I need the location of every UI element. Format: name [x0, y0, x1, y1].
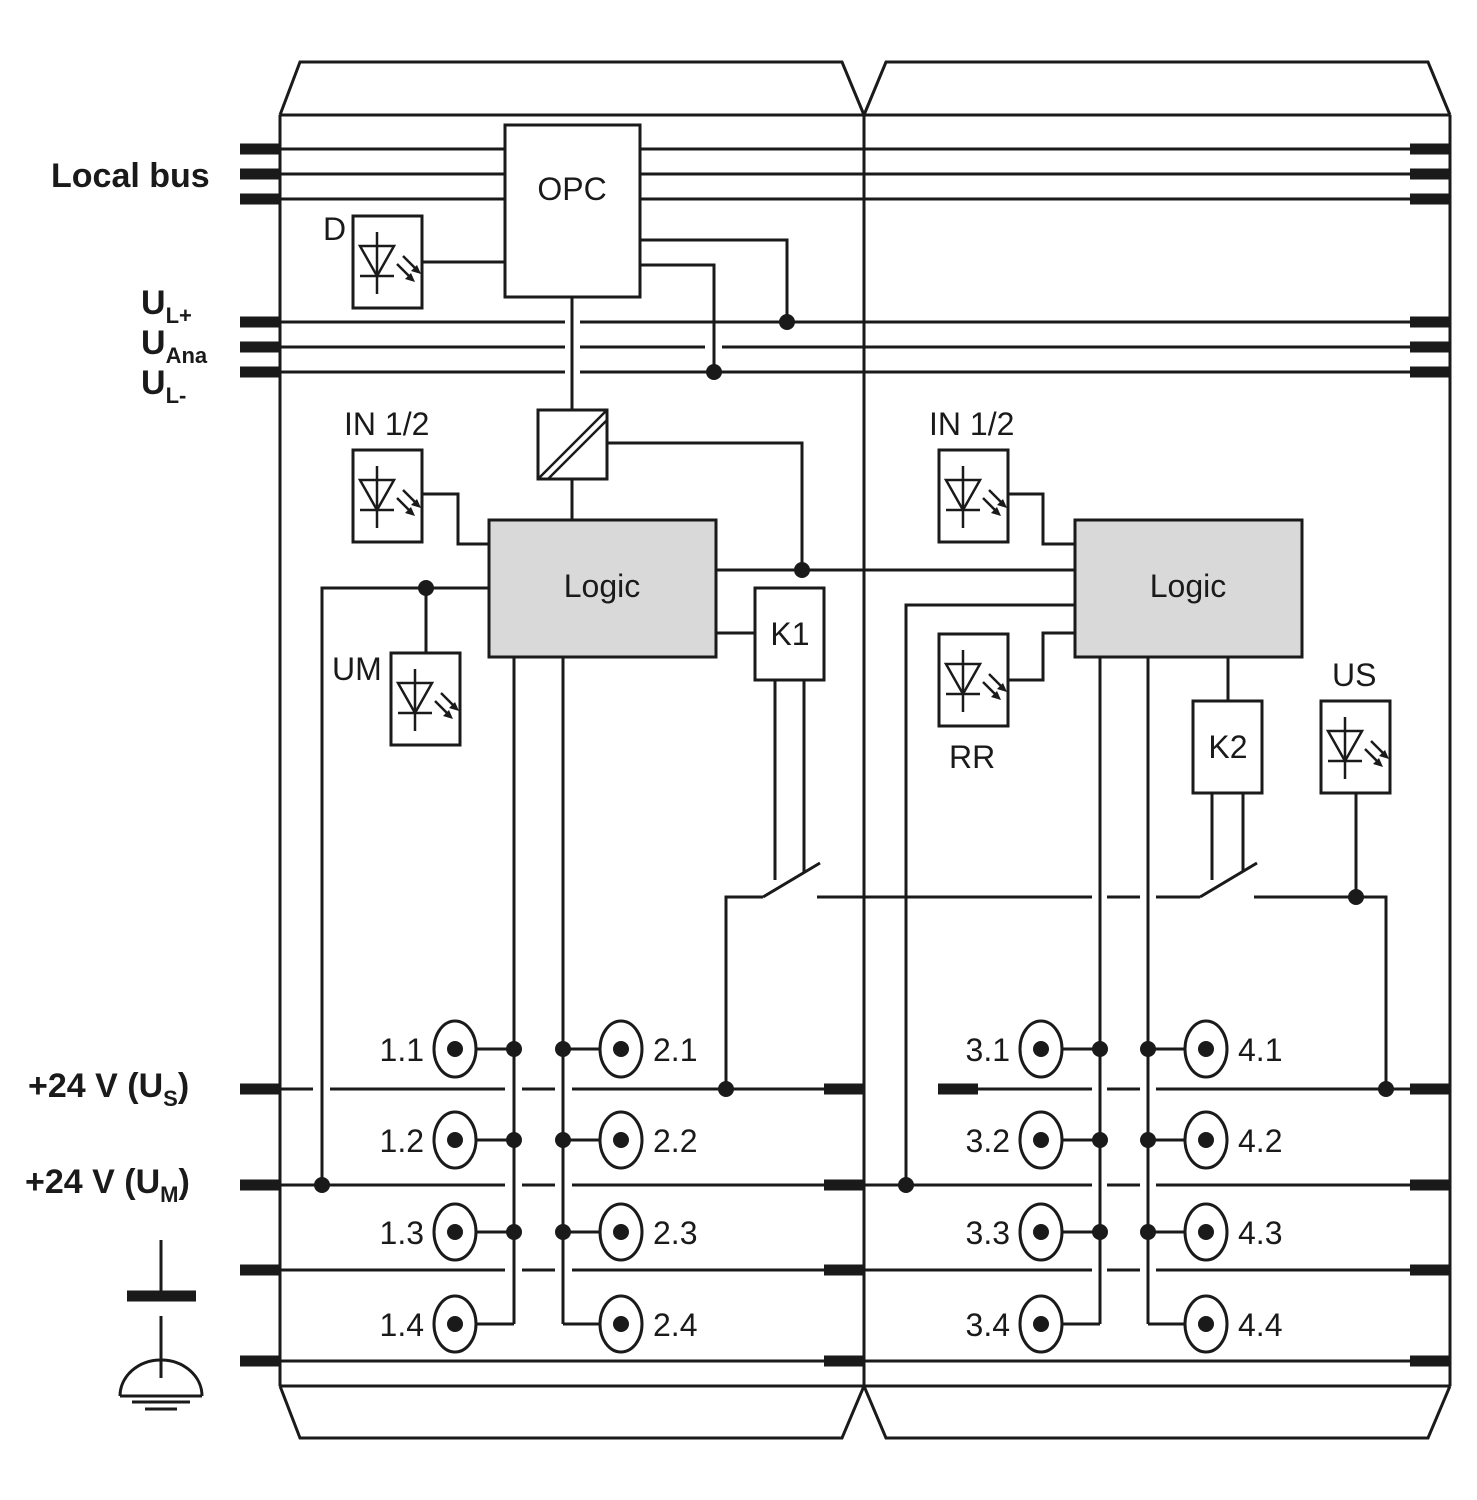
terminal-t33: 3.3 [966, 1202, 1108, 1262]
terminal-label: 2.1 [653, 1032, 697, 1068]
terminal-label: 1.1 [380, 1032, 424, 1068]
relay-k1: K1 [753, 586, 826, 682]
terminal-label: 3.3 [966, 1215, 1010, 1251]
logic-left-label: Logic [564, 568, 641, 604]
field-supply-lines [240, 1081, 1450, 1367]
led-us [1319, 699, 1392, 795]
terminal-label: 3.4 [966, 1307, 1010, 1343]
led-icon [357, 232, 421, 294]
led-us-label: US [1332, 657, 1376, 693]
led-rr [937, 632, 1010, 728]
terminal-label: 3.1 [966, 1032, 1010, 1068]
opc-block: OPC [503, 123, 642, 299]
terminal-t24: 2.4 [563, 1294, 697, 1354]
local-bus-label: Local bus [51, 157, 210, 195]
led-rr-label: RR [949, 739, 995, 775]
terminal-t22: 2.2 [555, 1110, 697, 1170]
terminal-label: 3.2 [966, 1123, 1010, 1159]
led-icon [357, 466, 421, 528]
terminal-label: 4.4 [1238, 1307, 1282, 1343]
terminal-t11: 1.1 [380, 1019, 522, 1079]
terminal-label: 2.3 [653, 1215, 697, 1251]
terminal-t34: 3.4 [966, 1294, 1100, 1354]
terminal-t41: 4.1 [1140, 1019, 1282, 1079]
ground-icon [127, 1240, 196, 1302]
terminal-label: 1.3 [380, 1215, 424, 1251]
k1-label: K1 [770, 616, 809, 652]
led-um-label: UM [332, 651, 382, 687]
logic-block-left: Logic [487, 518, 718, 659]
terminal-t32: 3.2 [966, 1110, 1108, 1170]
terminal-t44: 4.4 [1148, 1294, 1282, 1354]
us-supply-label: +24 V (US) [28, 1067, 189, 1111]
terminal-t31: 3.1 [966, 1019, 1108, 1079]
led-um [389, 651, 462, 747]
logic-supply-lines [240, 316, 1450, 378]
module-housing-right [862, 60, 1452, 1440]
local-bus-lines [240, 143, 1450, 205]
terminal-t42: 4.2 [1140, 1110, 1282, 1170]
led-in-right [937, 448, 1010, 544]
terminal-t21: 2.1 [555, 1019, 697, 1079]
terminal-group: 1.1 1.2 1.3 1.4 2.1 2.2 2.3 2.4 3.1 3.2 3.3 3.4 4.1 4… [380, 1019, 1282, 1354]
u-ana-label: UAna [141, 324, 208, 368]
terminal-label: 1.4 [380, 1307, 424, 1343]
opc-label: OPC [537, 171, 606, 207]
terminal-label: 2.2 [653, 1123, 697, 1159]
terminal-t23: 2.3 [555, 1202, 697, 1262]
um-supply-label: +24 V (UM) [25, 1163, 190, 1207]
terminal-label: 4.3 [1238, 1215, 1282, 1251]
terminal-t43: 4.3 [1140, 1202, 1282, 1262]
logic-right-label: Logic [1150, 568, 1227, 604]
led-icon [1325, 717, 1389, 779]
terminal-label: 4.1 [1238, 1032, 1282, 1068]
terminal-label: 2.4 [653, 1307, 697, 1343]
ul-plus-label: UL+ [141, 284, 192, 328]
led-icon [943, 466, 1007, 528]
output-channel-wiring [512, 657, 1150, 1324]
terminal-t12: 1.2 [380, 1110, 522, 1170]
led-icon [395, 669, 459, 731]
k2-label: K2 [1208, 729, 1247, 765]
dc-dc-converter [536, 408, 609, 481]
terminal-t13: 1.3 [380, 1202, 522, 1262]
protective-earth-icon [118, 1316, 204, 1411]
terminal-t14: 1.4 [380, 1294, 514, 1354]
led-icon [943, 650, 1007, 712]
led-in-left [351, 448, 424, 544]
led-in-left-label: IN 1/2 [344, 406, 429, 442]
led-d [351, 214, 424, 310]
terminal-label: 1.2 [380, 1123, 424, 1159]
ul-minus-label: UL- [141, 364, 186, 408]
relay-k2: K2 [1191, 699, 1264, 795]
terminal-label: 4.2 [1238, 1123, 1282, 1159]
led-d-label: D [323, 211, 346, 247]
logic-block-right: Logic [1073, 518, 1304, 659]
led-in-right-label: IN 1/2 [929, 406, 1014, 442]
